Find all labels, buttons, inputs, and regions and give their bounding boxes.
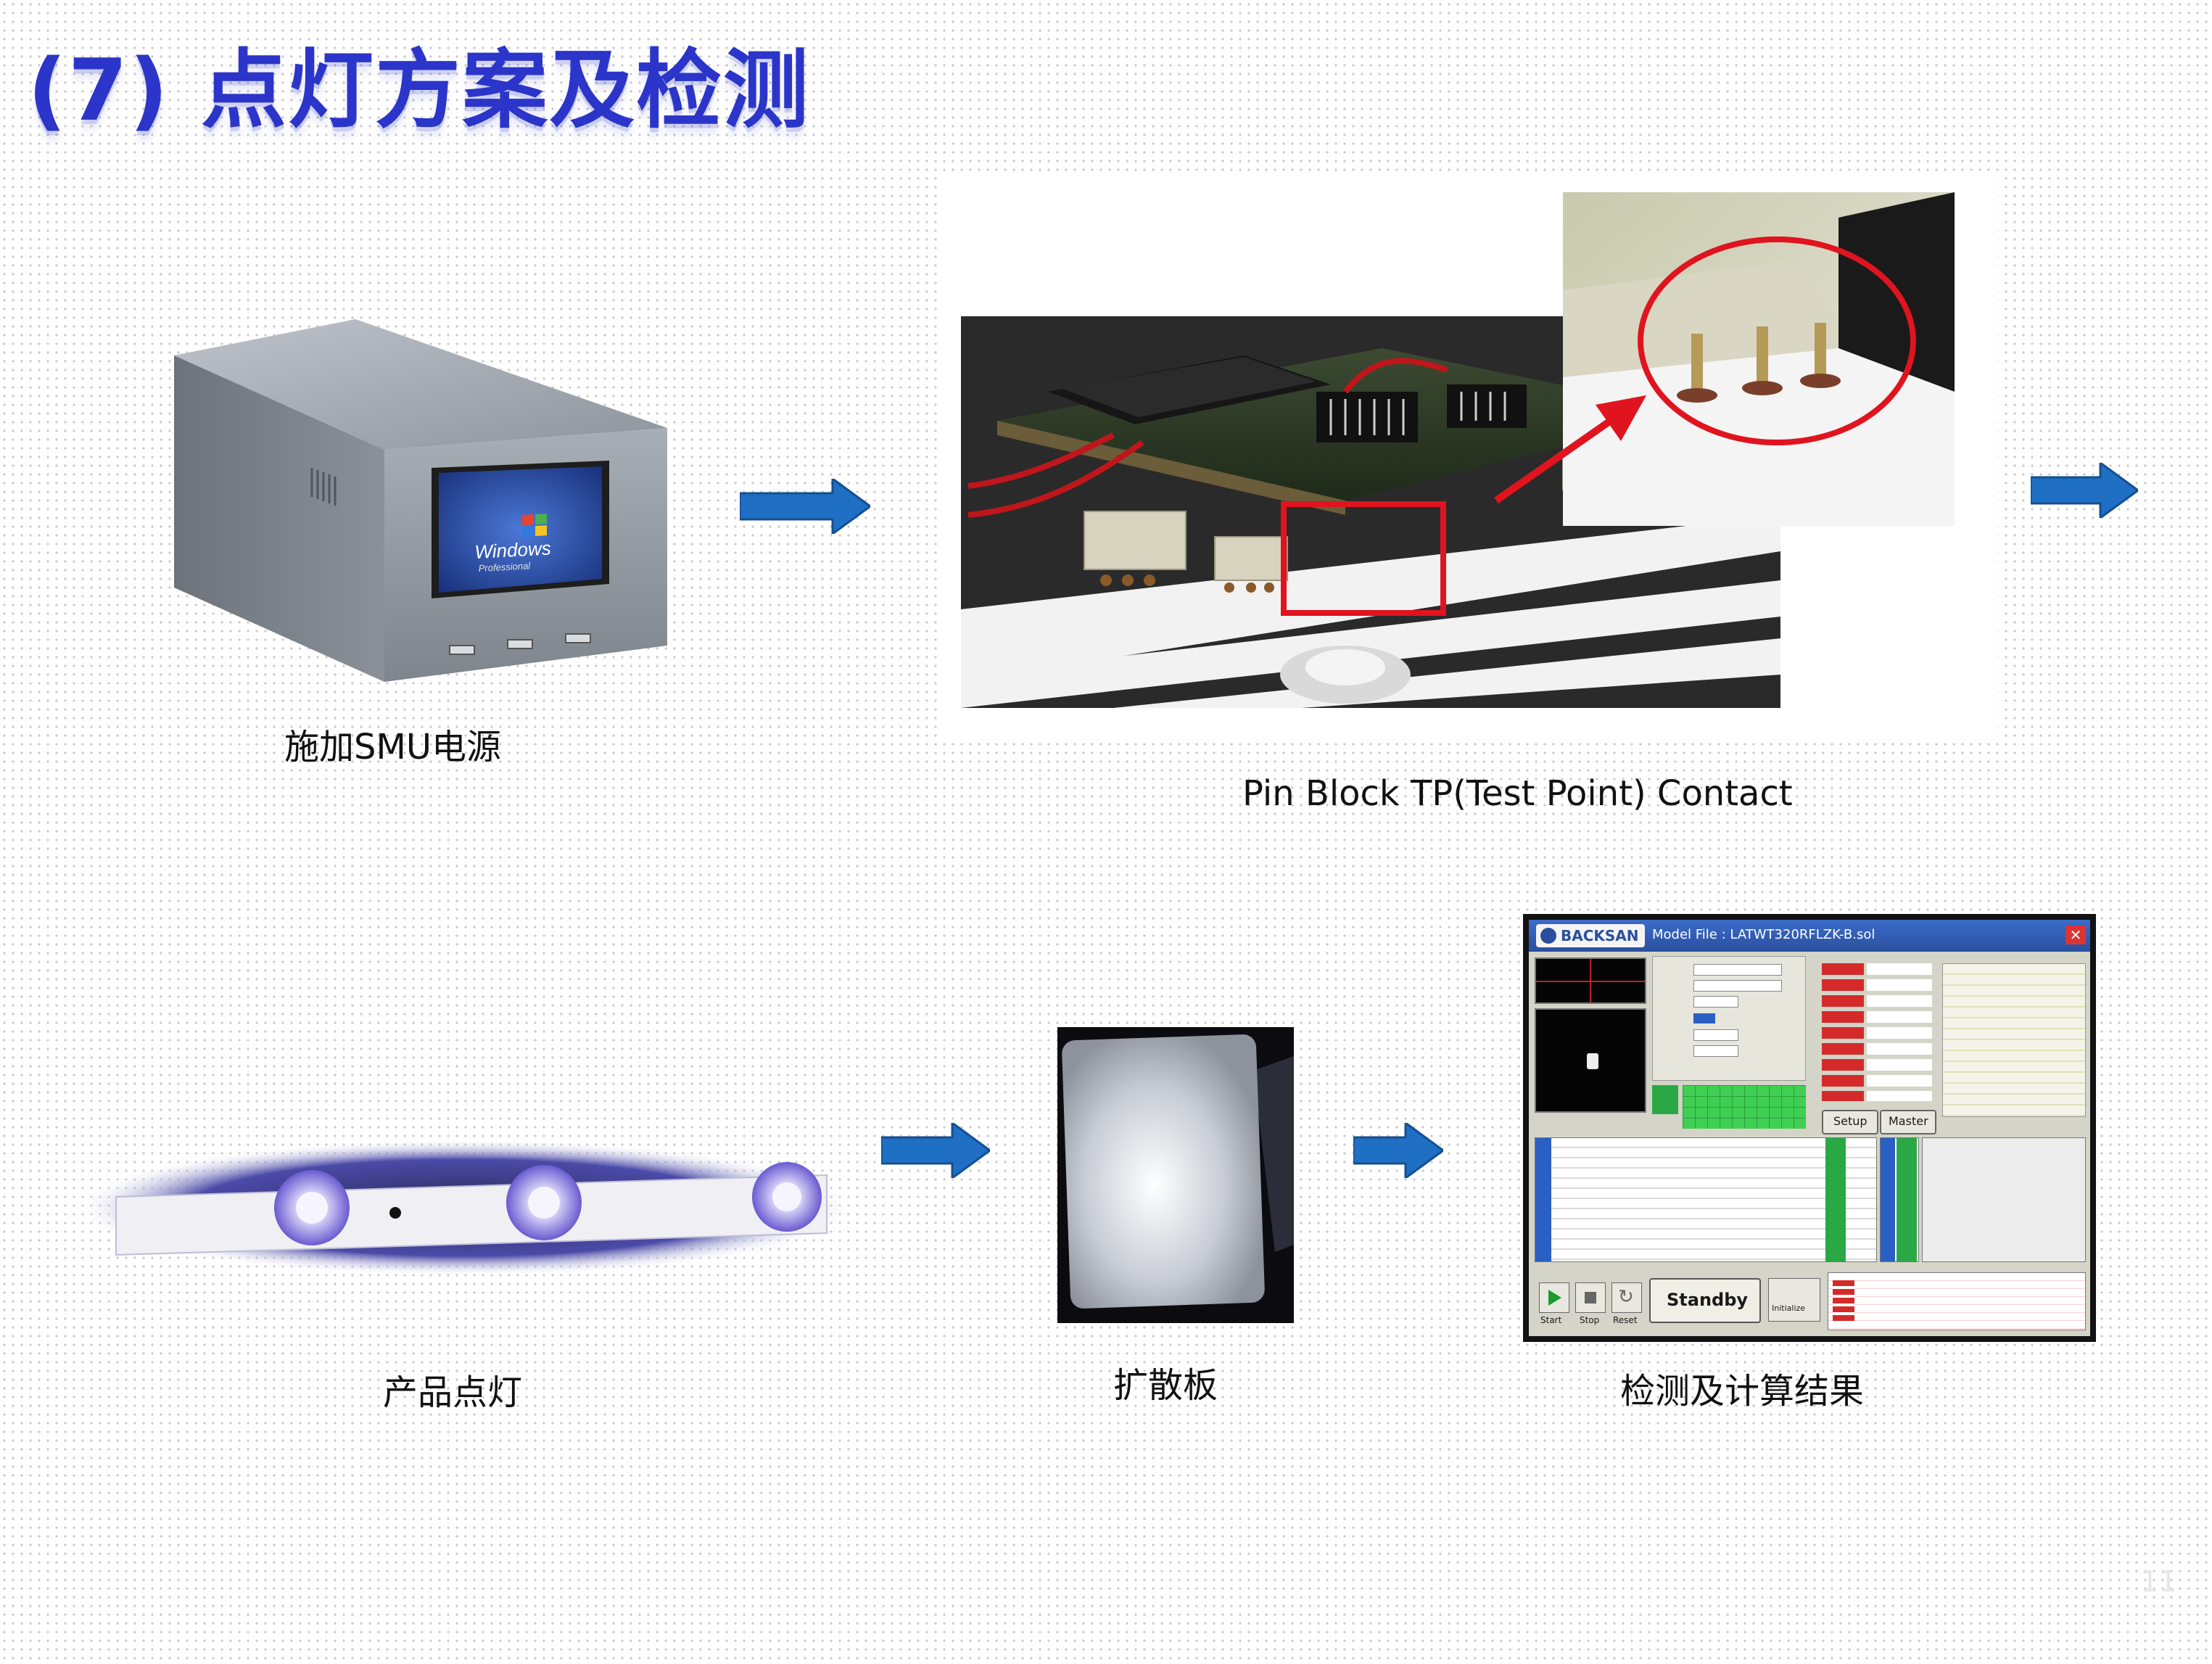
measurement-software-screenshot: BACKSAN Model File : LATWT320RFLZK-B.sol…	[1523, 914, 2096, 1342]
model-file-label: Model File : LATWT320RFLZK-B.sol	[1652, 927, 1875, 942]
caption-smu: 施加SMU电源	[284, 727, 502, 767]
arrow-up-right-icon	[1494, 395, 1646, 504]
stop-button[interactable]	[1575, 1282, 1606, 1313]
page-title: (7) 点灯方案及检测	[28, 40, 811, 140]
caption-diffuser: 扩散板	[1113, 1365, 1218, 1406]
software-logo-text: BACKSAN	[1561, 927, 1639, 944]
caption-result: 检测及计算结果	[1620, 1371, 1865, 1412]
highlight-box	[1281, 501, 1446, 616]
pin-block-photo	[939, 174, 1998, 740]
stop-button-label: Stop	[1580, 1315, 1600, 1325]
start-button-label: Start	[1540, 1315, 1562, 1325]
backsan-logo-icon	[1540, 928, 1556, 944]
diffuser-image	[1057, 1027, 1294, 1323]
arrow-right-icon	[1353, 1123, 1443, 1178]
arrow-right-icon	[2031, 463, 2138, 518]
window-close-icon[interactable]: ✕	[2066, 926, 2086, 944]
windows-brand-text: Windows	[474, 537, 552, 563]
stop-icon	[1585, 1292, 1596, 1303]
arrow-right-icon	[740, 479, 870, 534]
windows-logo-icon	[522, 514, 547, 537]
play-icon	[1548, 1290, 1561, 1306]
page-number: 11	[2140, 1565, 2177, 1599]
standby-status: Standby	[1667, 1290, 1749, 1310]
reset-button-label: Reset	[1613, 1315, 1638, 1325]
setup-button[interactable]: Setup	[1833, 1114, 1868, 1128]
reset-icon: ↻	[1618, 1286, 1634, 1308]
start-button[interactable]	[1539, 1282, 1569, 1313]
smu-device-image: Windows Professional	[174, 319, 667, 682]
highlight-circle	[1638, 236, 1916, 445]
caption-product: 产品点灯	[383, 1372, 523, 1413]
software-logo: BACKSAN	[1536, 924, 1645, 947]
led-strip-image	[73, 1139, 856, 1277]
windows-edition-text: Professional	[478, 560, 531, 574]
caption-pin-block: Pin Block TP(Test Point) Contact	[1242, 773, 1793, 814]
initialize-button[interactable]: Initialize	[1772, 1303, 1806, 1313]
master-button[interactable]: Master	[1889, 1114, 1928, 1128]
arrow-right-icon	[881, 1123, 990, 1178]
reset-button[interactable]: ↻	[1611, 1282, 1642, 1313]
